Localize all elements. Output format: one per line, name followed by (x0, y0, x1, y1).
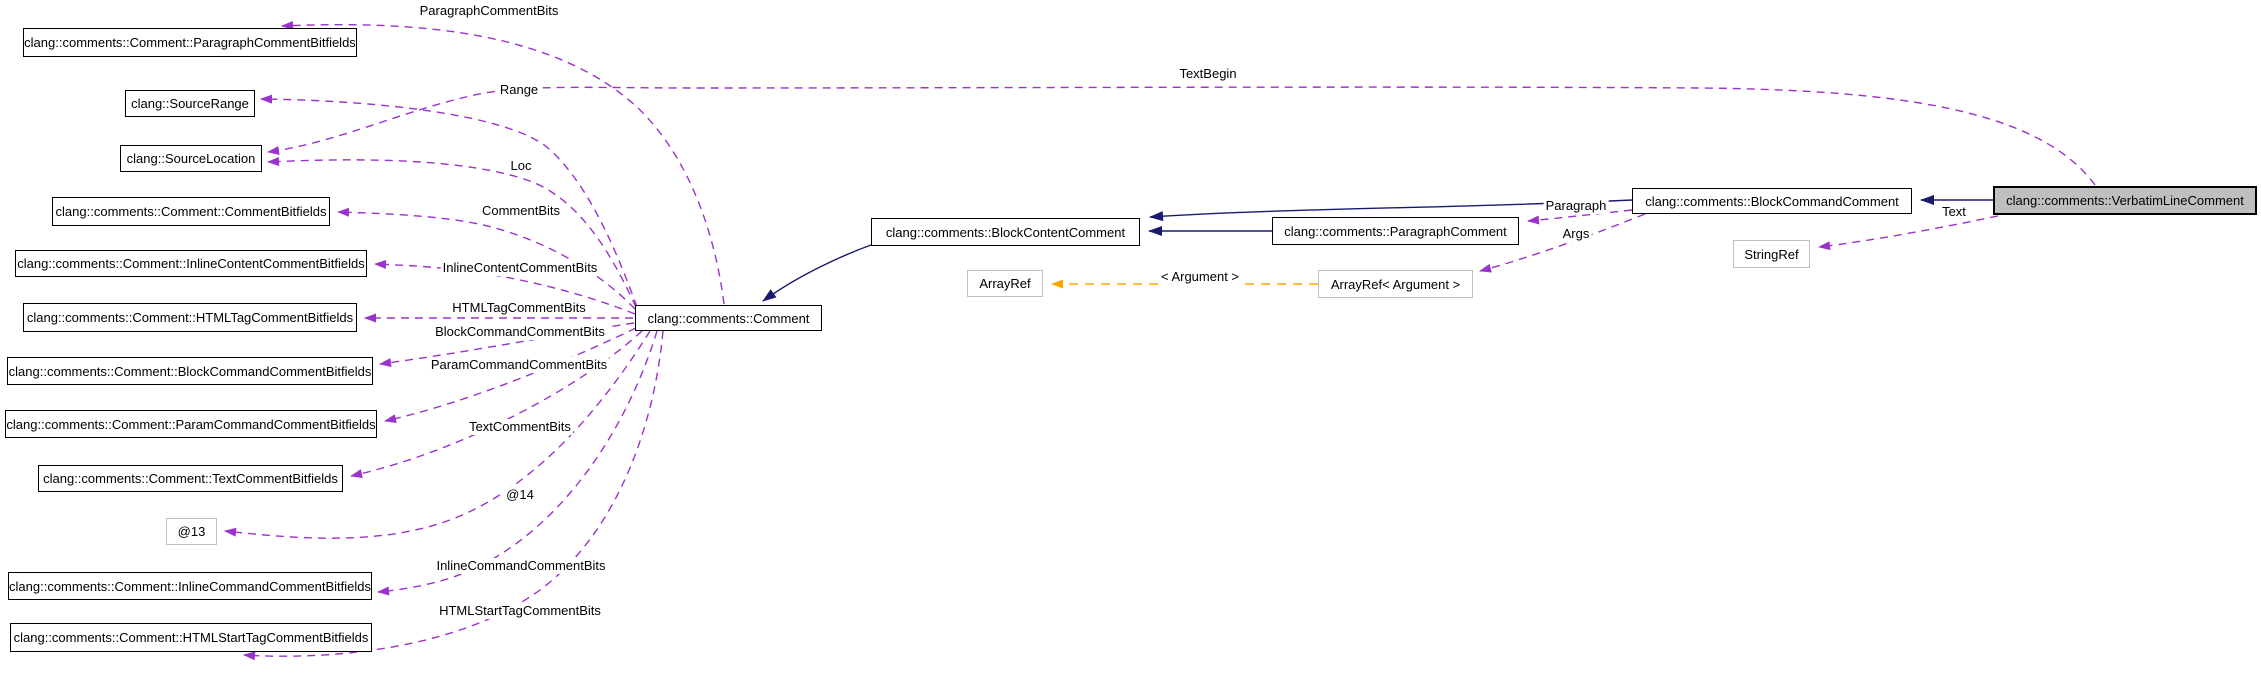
node-paragraph-comment-bitfields[interactable]: clang::comments::Comment::ParagraphComme… (23, 28, 357, 57)
node-string-ref[interactable]: StringRef (1733, 240, 1810, 268)
edge-label-inline-content-comment-bits: InlineContentCommentBits (440, 260, 600, 276)
edge-label-range: Range (497, 82, 541, 98)
node-verbatim-line-comment: clang::comments::VerbatimLineComment (1993, 186, 2257, 215)
edge-at-14 (224, 330, 651, 539)
node-source-location[interactable]: clang::SourceLocation (120, 145, 262, 172)
node-text-comment-bitfields[interactable]: clang::comments::Comment::TextCommentBit… (38, 465, 343, 492)
edge-label-argument: < Argument > (1158, 269, 1242, 285)
edge-label-paragraph-comment-bits: ParagraphCommentBits (417, 3, 561, 19)
edge-text-comment-bits (350, 330, 643, 479)
edge-label-html-tag-comment-bits: HTMLTagCommentBits (450, 300, 588, 316)
edge-label-param-command-comment-bits: ParamCommandCommentBits (428, 357, 610, 373)
node-html-tag-comment-bitfields[interactable]: clang::comments::Comment::HTMLTagComment… (23, 303, 357, 332)
edge-label-inline-command-comment-bits: InlineCommandCommentBits (434, 558, 608, 574)
edge-html-start-tag-comment-bits (243, 330, 664, 661)
node-array-ref-argument[interactable]: ArrayRef< Argument > (1318, 270, 1473, 298)
node-inline-command-comment-bitfields[interactable]: clang::comments::Comment::InlineCommandC… (8, 572, 372, 600)
node-comment[interactable]: clang::comments::Comment (635, 305, 822, 331)
edge-label-text-comment-bits: TextCommentBits (467, 419, 573, 435)
node-param-command-comment-bitfields[interactable]: clang::comments::Comment::ParamCommandCo… (5, 410, 377, 438)
node-comment-bitfields[interactable]: clang::comments::Comment::CommentBitfiel… (52, 197, 330, 226)
node-block-command-comment[interactable]: clang::comments::BlockCommandComment (1632, 188, 1912, 214)
edge-label-paragraph: Paragraph (1543, 198, 1609, 214)
edge-label-html-start-tag-comment-bits: HTMLStartTagCommentBits (437, 603, 603, 619)
node-paragraph-comment[interactable]: clang::comments::ParagraphComment (1272, 217, 1519, 245)
edge-text (1818, 215, 1999, 251)
edge-inline-command-comment-bits (377, 330, 658, 596)
node-array-ref[interactable]: ArrayRef (967, 270, 1043, 297)
edge-label-block-command-comment-bits: BlockCommandCommentBits (433, 324, 607, 340)
edge-label-text-begin: TextBegin (1177, 66, 1239, 82)
edge-label-comment-bits: CommentBits (479, 203, 563, 219)
edge-paragraph-comment-bits (281, 21, 725, 305)
edge-label-loc: Loc (508, 158, 534, 174)
node-source-range[interactable]: clang::SourceRange (125, 90, 255, 117)
node-anon-13[interactable]: @13 (166, 518, 217, 545)
node-html-start-tag-comment-bitfields[interactable]: clang::comments::Comment::HTMLStartTagCo… (10, 623, 372, 652)
edge-text-begin (267, 86, 2096, 186)
edge-inherit-block-content-to-comment (762, 244, 872, 302)
edge-label-at-14: @14 (504, 487, 536, 503)
node-inline-content-comment-bitfields[interactable]: clang::comments::Comment::InlineContentC… (15, 250, 367, 277)
edge-loc (267, 156, 637, 308)
edge-label-args: Args (1560, 226, 1592, 242)
node-block-command-comment-bitfields[interactable]: clang::comments::Comment::BlockCommandCo… (7, 357, 373, 385)
edge-args (1479, 213, 1646, 273)
edge-param-command-comment-bits (384, 327, 637, 423)
edge-label-text: Text (1940, 204, 1968, 220)
node-block-content-comment[interactable]: clang::comments::BlockContentComment (871, 218, 1140, 246)
